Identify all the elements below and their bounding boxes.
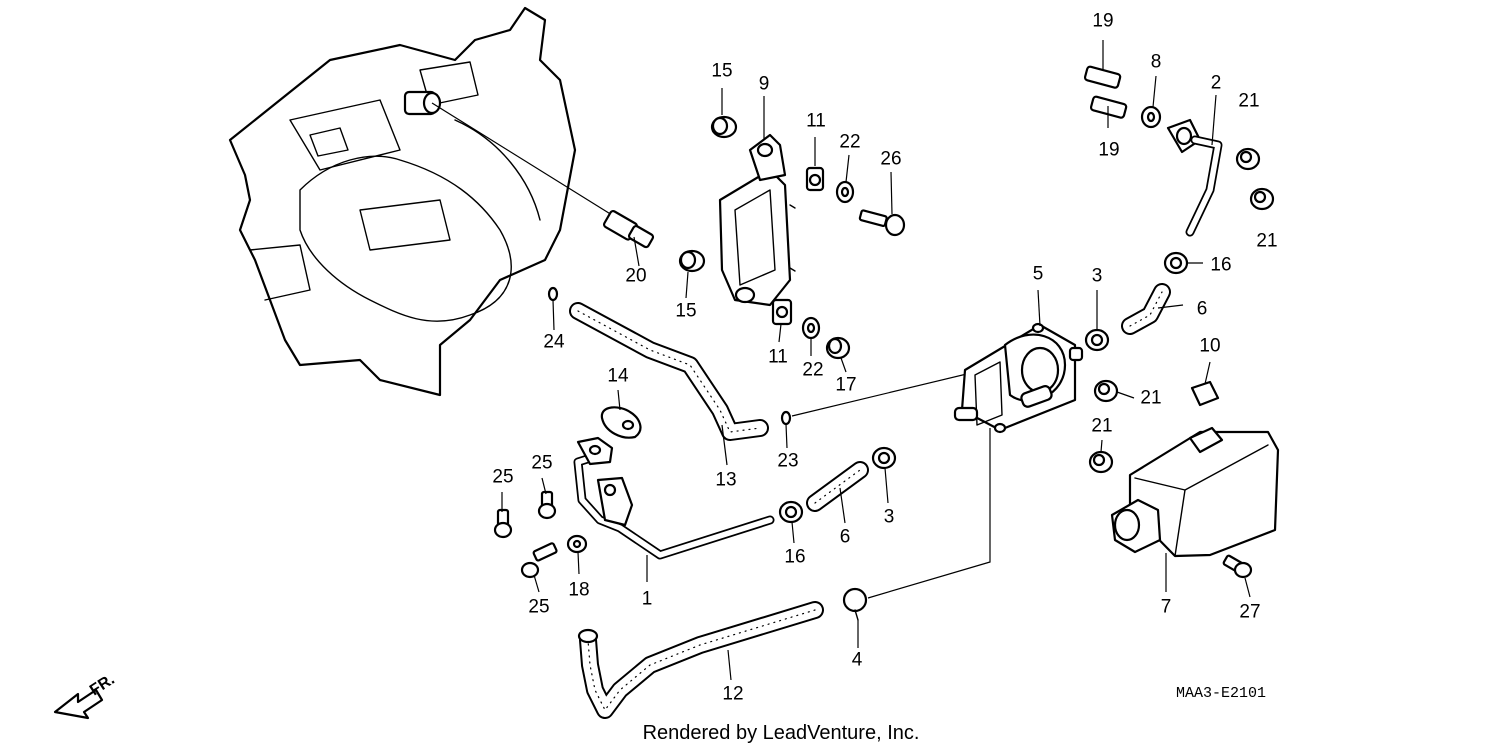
nut-21-b <box>1249 187 1275 211</box>
clamp-3-lower <box>871 446 897 470</box>
callout-23: 23 <box>777 451 798 472</box>
callout-16-upper: 16 <box>1210 255 1231 276</box>
nut-21-a <box>1235 147 1261 171</box>
callout-4: 4 <box>852 650 863 671</box>
nut-17 <box>825 336 851 360</box>
callout-21-a: 21 <box>1238 91 1259 112</box>
clip-24 <box>547 286 559 302</box>
bolt-25-c <box>520 542 558 579</box>
collar-15-lower <box>678 249 706 273</box>
callout-20: 20 <box>625 266 646 287</box>
callout-10: 10 <box>1199 336 1220 357</box>
bolt-26 <box>858 209 906 237</box>
callout-labels: 1 2 3 3 4 5 6 6 7 8 9 10 11 11 12 13 14 … <box>492 11 1277 705</box>
washer-22-lower <box>801 316 821 340</box>
pipe-2 <box>1166 118 1223 237</box>
hose-12 <box>577 601 824 719</box>
callout-17: 17 <box>835 375 856 396</box>
fuel-pump-5 <box>953 322 1084 434</box>
bolt-25-a <box>493 508 513 539</box>
callout-25-b: 25 <box>531 453 552 474</box>
clamp-3-upper <box>1084 328 1110 352</box>
callout-1: 1 <box>642 589 653 610</box>
callout-22-upper: 22 <box>839 132 860 153</box>
stud-19-lower <box>1089 95 1128 119</box>
callout-7: 7 <box>1161 597 1172 618</box>
callout-24: 24 <box>543 332 565 353</box>
callout-22-lower: 22 <box>802 360 823 381</box>
rubber-10 <box>1190 380 1220 407</box>
rubber-mount-11-lower <box>771 298 793 326</box>
callout-19-lower: 19 <box>1098 140 1119 161</box>
callout-21-b: 21 <box>1256 231 1277 252</box>
hose-6-upper <box>1121 283 1171 335</box>
front-direction-arrow: FR. <box>53 671 118 720</box>
bolt-25-b <box>537 490 557 520</box>
cover-7 <box>1110 426 1280 558</box>
callout-25-a: 25 <box>492 467 513 488</box>
nut-21-d <box>1088 450 1114 474</box>
washer-18 <box>566 534 588 554</box>
washer-8 <box>1140 105 1162 129</box>
callout-18: 18 <box>568 580 589 601</box>
callout-15-upper: 15 <box>711 61 732 82</box>
hose-6-lower <box>806 461 869 512</box>
callout-6-upper: 6 <box>1197 299 1208 320</box>
engine-case-drawing <box>228 6 577 397</box>
stud-bolt-20 <box>602 209 655 249</box>
callout-21-d: 21 <box>1091 416 1112 437</box>
clip-23 <box>780 410 792 426</box>
bolt-27 <box>1222 554 1253 579</box>
callout-21-c: 21 <box>1140 388 1161 409</box>
clamp-16-upper <box>1163 251 1189 275</box>
diagram-code: MAA3-E2101 <box>1176 685 1266 702</box>
pipe-1 <box>573 436 775 560</box>
callout-25-c: 25 <box>528 597 549 618</box>
leader-lines <box>501 40 1251 681</box>
callout-9: 9 <box>759 74 770 95</box>
collar-15-upper <box>710 115 738 139</box>
hose-13 <box>569 302 769 441</box>
callout-12: 12 <box>722 684 743 705</box>
render-credit: Rendered by LeadVenture, Inc. <box>643 722 920 744</box>
washer-22-upper <box>835 180 855 204</box>
nut-21-c <box>1093 379 1119 403</box>
callout-27: 27 <box>1239 602 1260 623</box>
callout-3-lower: 3 <box>884 507 895 528</box>
callout-11-upper: 11 <box>806 111 826 132</box>
callout-14: 14 <box>607 366 629 387</box>
callout-15-lower: 15 <box>675 301 696 322</box>
bracket-9 <box>718 133 796 307</box>
clip-4 <box>842 587 868 621</box>
callout-19-upper: 19 <box>1092 11 1113 32</box>
clamp-16-lower <box>778 500 804 524</box>
callout-5: 5 <box>1033 264 1044 285</box>
callout-26: 26 <box>880 149 901 170</box>
callout-8: 8 <box>1151 52 1162 73</box>
callout-6-lower: 6 <box>840 527 851 548</box>
callout-11-lower: 11 <box>768 347 788 368</box>
stud-19-upper <box>1083 65 1122 89</box>
callout-13: 13 <box>715 470 736 491</box>
rubber-mount-11-upper <box>805 166 825 192</box>
callout-2: 2 <box>1211 73 1222 94</box>
gasket-14 <box>600 406 642 439</box>
callout-3-upper: 3 <box>1092 266 1103 287</box>
callout-16-lower: 16 <box>784 547 805 568</box>
